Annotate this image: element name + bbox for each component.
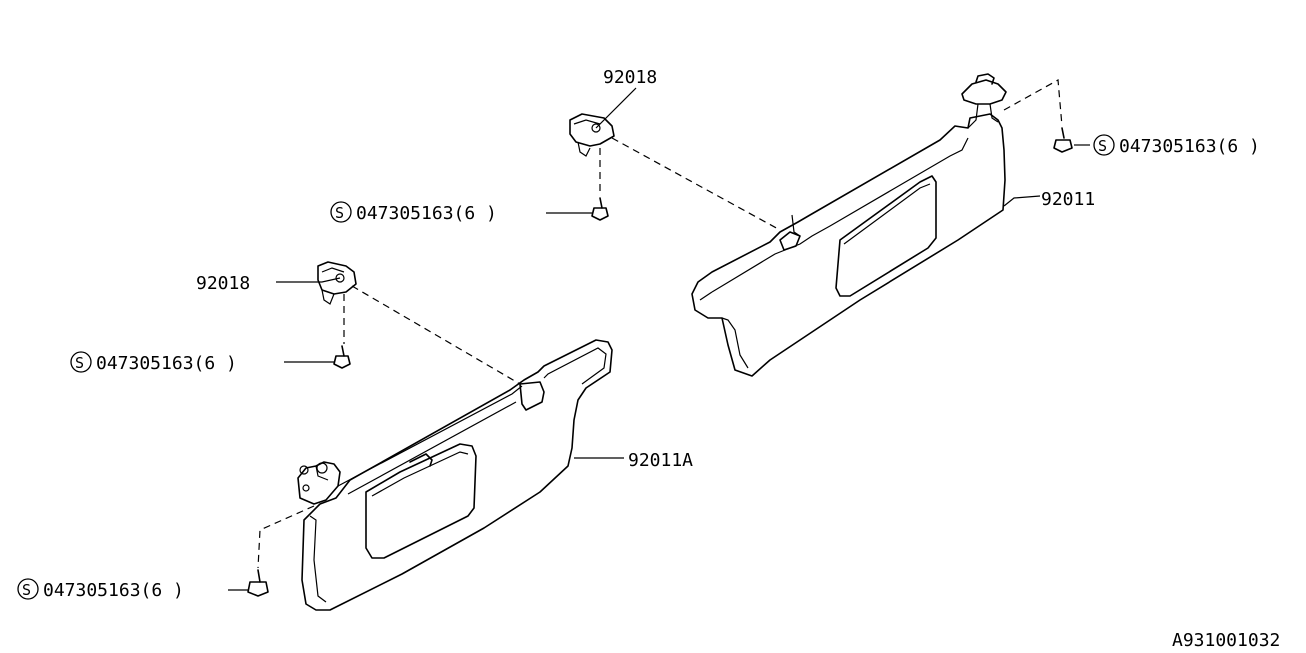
sun-visor-left bbox=[297, 339, 613, 611]
hook-upper-callout: 92018 bbox=[603, 67, 657, 88]
svg-text:S: S bbox=[335, 204, 344, 222]
visor-left-callout: 92011A bbox=[628, 450, 693, 471]
screw-right bbox=[1053, 127, 1073, 153]
screw-lower-hook-callout: S 047305163(6 ) bbox=[70, 351, 237, 374]
visor-hook-lower bbox=[317, 261, 357, 305]
svg-text:047305163(6 ): 047305163(6 ) bbox=[43, 580, 184, 601]
hook-lower-callout: 92018 bbox=[196, 273, 250, 294]
svg-text:047305163(6 ): 047305163(6 ) bbox=[356, 203, 497, 224]
screw-right-callout: S 047305163(6 ) bbox=[1093, 134, 1260, 157]
screw-left-callout: S 047305163(6 ) bbox=[17, 578, 184, 601]
svg-text:047305163(6 ): 047305163(6 ) bbox=[96, 353, 237, 374]
screw-lower-hook bbox=[333, 345, 351, 369]
sun-visor-right bbox=[691, 73, 1007, 377]
svg-text:S: S bbox=[1098, 137, 1107, 155]
svg-text:S: S bbox=[22, 581, 31, 599]
assembly-lines bbox=[257, 79, 1063, 569]
screw-upper-hook-callout: S 047305163(6 ) bbox=[330, 201, 497, 224]
visor-hook-upper bbox=[569, 113, 615, 157]
svg-text:S: S bbox=[75, 354, 84, 372]
leader-lines bbox=[228, 87, 1090, 591]
figure-code: A931001032 bbox=[1172, 630, 1280, 651]
svg-text:047305163(6 ): 047305163(6 ) bbox=[1119, 136, 1260, 157]
screw-upper-hook bbox=[591, 197, 609, 221]
visor-right-callout: 92011 bbox=[1041, 189, 1095, 210]
screw-left bbox=[247, 569, 269, 597]
